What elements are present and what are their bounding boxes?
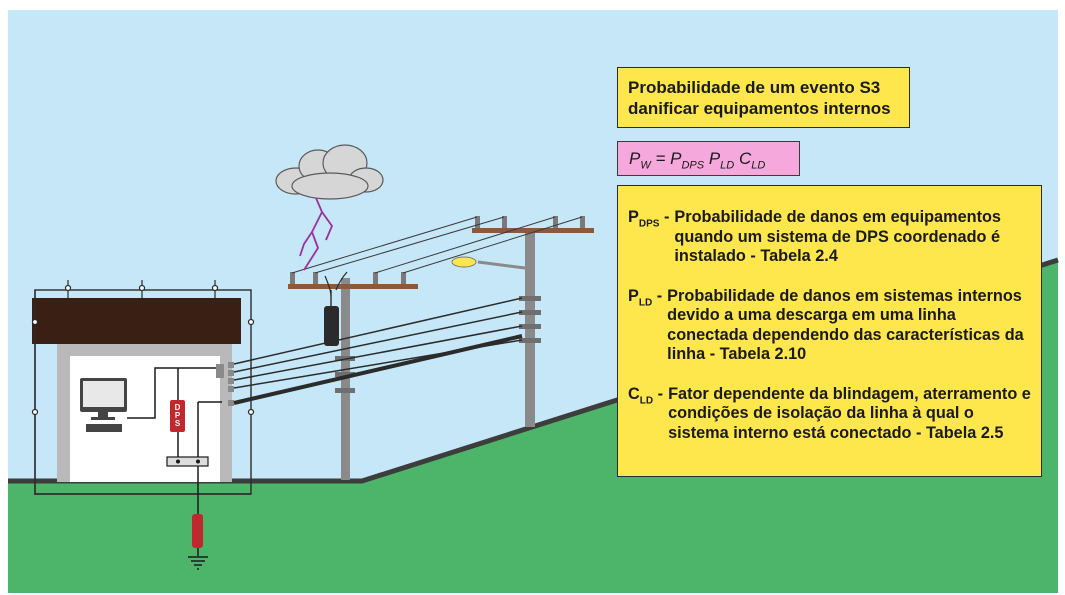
title-line1-prefix: Probabilidade de um evento xyxy=(628,78,855,97)
table-reference: Tabela 2.10 xyxy=(719,345,807,363)
definition-text: Probabilidade de danos em equipamentos q… xyxy=(674,208,1001,265)
storm-cloud xyxy=(275,144,384,200)
definition-pld: PLD - Probabilidade de danos em sistemas… xyxy=(628,287,1031,365)
air-terminals xyxy=(31,280,255,416)
dps-label-letter: D xyxy=(175,403,181,412)
definition-text: Fator dependente da blindagem, aterramen… xyxy=(668,384,1031,442)
internal-wiring xyxy=(127,367,222,458)
definition-pdps: PDPS - Probabilidade de danos em equipam… xyxy=(628,208,1031,267)
formula-term2: P xyxy=(708,149,721,168)
insulators xyxy=(290,216,585,284)
definitions-box: PDPS - Probabilidade de danos em equipam… xyxy=(617,185,1042,477)
definition-symbol: CLD - xyxy=(628,384,664,406)
crossarm-far xyxy=(472,228,594,233)
low-voltage-lines xyxy=(233,297,523,405)
formula-term3-sub: LD xyxy=(751,159,766,172)
ground-rod xyxy=(188,466,208,570)
title-line2: danificar equipamentos internos xyxy=(628,99,891,118)
formula-box: PW = PDPS PLD CLD xyxy=(617,141,800,176)
computer-icon xyxy=(80,378,127,432)
formula-lhs-sub: W xyxy=(640,159,651,172)
formula-lhs: P xyxy=(629,149,641,168)
formula-term1-sub: DPS xyxy=(681,159,705,172)
street-light xyxy=(451,256,526,270)
definition-cld: CLD - Fator dependente da blindagem, ate… xyxy=(628,385,1031,444)
table-reference: Tabela 2.5 xyxy=(925,423,1004,442)
formula-term2-sub: LD xyxy=(720,159,735,172)
dps-label-letter: P xyxy=(175,411,181,420)
formula-term3: C xyxy=(738,149,752,168)
formula-term1: P xyxy=(670,149,682,168)
high-voltage-lines xyxy=(291,216,583,274)
formula-eq: = xyxy=(650,149,671,168)
transformer xyxy=(324,271,348,346)
title-box: Probabilidade de um evento S3 danificar … xyxy=(617,67,910,128)
definition-text: Probabilidade de danos em sistemas inter… xyxy=(667,286,1024,364)
table-reference: Tabela 2.4 xyxy=(760,247,838,265)
definition-symbol: PDPS - xyxy=(628,208,670,230)
equipotential-bar xyxy=(166,456,209,467)
house xyxy=(31,280,255,495)
dps-label-letter: S xyxy=(175,419,181,428)
grass-hill xyxy=(8,262,1058,593)
house-roof xyxy=(32,298,241,344)
lightning-bolt xyxy=(299,197,334,271)
definition-symbol: PLD - xyxy=(628,286,663,308)
title-event-code: S3 xyxy=(859,78,881,97)
entry-connectors xyxy=(216,362,234,406)
crossarm-near xyxy=(288,284,418,289)
